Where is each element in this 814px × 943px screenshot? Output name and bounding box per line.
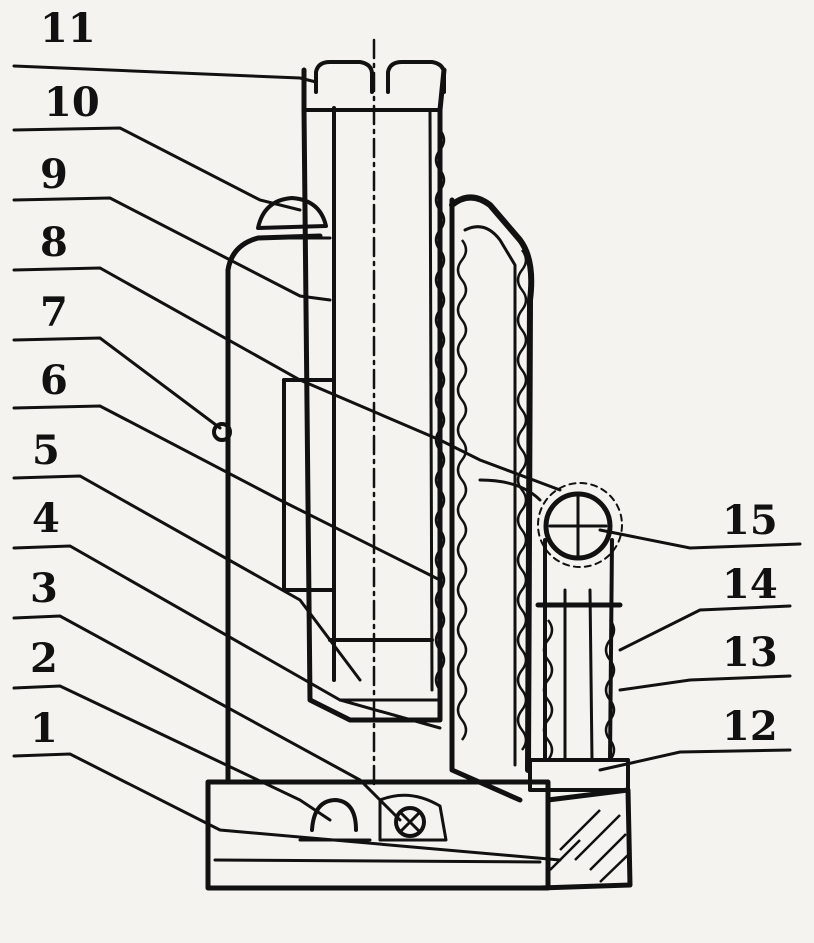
callout-2: 2 — [30, 635, 58, 682]
callout-14: 14 — [722, 561, 778, 608]
callout-1: 1 — [30, 705, 58, 752]
callout-5: 5 — [32, 427, 60, 474]
callout-8: 8 — [40, 219, 68, 266]
callout-9: 9 — [40, 151, 68, 198]
reservoir-wall-hatching — [434, 129, 629, 883]
callout-7: 7 — [40, 289, 68, 336]
callout-10: 10 — [44, 79, 100, 126]
callouts-left: 11 10 9 8 7 6 5 4 3 2 1 — [30, 5, 100, 752]
callout-11: 11 — [40, 5, 96, 52]
callout-4: 4 — [32, 495, 60, 542]
callout-3: 3 — [30, 565, 58, 612]
callouts-right: 15 14 13 12 — [722, 497, 778, 750]
callout-leaders — [12, 64, 802, 862]
callout-6: 6 — [40, 357, 68, 404]
callout-12: 12 — [722, 703, 778, 750]
callout-15: 15 — [722, 497, 778, 544]
callout-13: 13 — [722, 629, 778, 676]
